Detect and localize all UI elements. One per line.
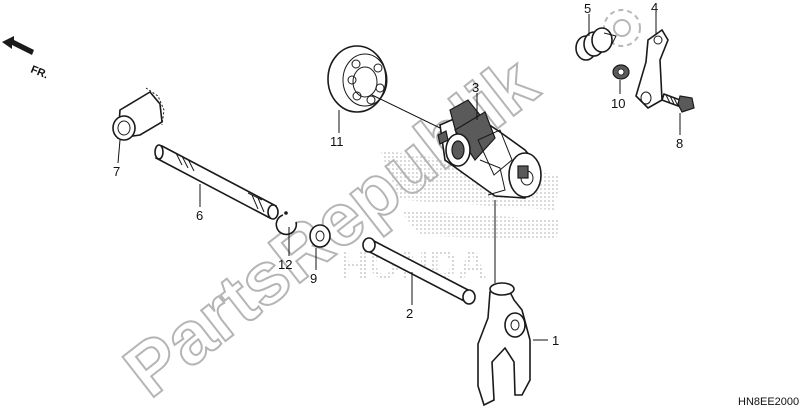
callout-1: 1	[552, 333, 559, 348]
callout-5: 5	[584, 1, 591, 16]
callout-3: 3	[472, 80, 479, 95]
part-3-shift-drum	[437, 99, 542, 199]
part-5-return-spring	[575, 27, 617, 61]
callout-2: 2	[406, 306, 413, 321]
callout-8: 8	[676, 136, 683, 151]
callout-labels: 1 2 3 4 5 6 7 8 9 10 11 12	[113, 0, 683, 348]
callout-leaders	[117, 12, 681, 341]
callout-9: 9	[310, 271, 317, 286]
callout-10: 10	[611, 96, 625, 111]
part-9-washer	[309, 224, 331, 248]
part-7-drum-segment	[112, 87, 165, 141]
part-12-circlip	[275, 211, 298, 236]
part-10-washer	[612, 64, 630, 80]
part-8-bolt	[660, 92, 695, 113]
callout-7: 7	[113, 164, 120, 179]
callout-12: 12	[278, 257, 292, 272]
diagram-code: HN8EE2000	[738, 396, 799, 408]
callout-4: 4	[651, 0, 658, 15]
front-direction-label: FR.	[29, 64, 50, 82]
front-direction-arrow-icon: FR.	[2, 36, 50, 81]
part-1-shift-fork	[477, 282, 531, 407]
part-11-bearing	[327, 45, 388, 113]
part-6-shift-shaft	[154, 144, 279, 220]
callout-11: 11	[330, 134, 344, 149]
callout-6: 6	[196, 208, 203, 223]
part-2-fork-shaft	[362, 237, 476, 305]
